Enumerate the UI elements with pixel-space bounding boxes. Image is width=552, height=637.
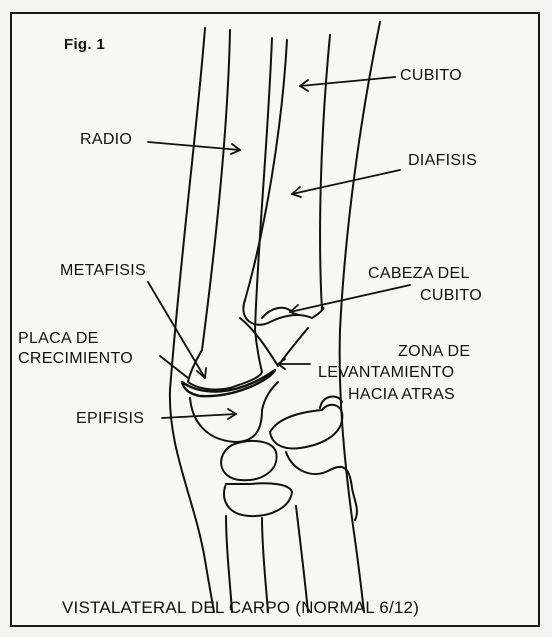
label-cubito: CUBITO	[400, 67, 462, 85]
label-metafisis: METAFISIS	[60, 262, 146, 280]
label-zona-line2: LEVANTAMIENTO	[318, 364, 454, 382]
carpal-bone-1	[221, 441, 276, 480]
label-cabeza-line1: CABEZA DEL	[368, 265, 470, 283]
figure-caption: VISTALATERAL DEL CARPO (NORMAL 6/12)	[62, 598, 419, 618]
limb-outline-right	[340, 22, 380, 612]
radius-shaft-right	[255, 38, 272, 330]
radius-metaphysis	[188, 330, 262, 390]
label-epifisis: EPIFISIS	[76, 410, 144, 428]
figure-number: Fig. 1	[64, 36, 105, 53]
label-zona-line3: HACIA ATRAS	[348, 386, 455, 404]
ulna-shaft-left	[245, 40, 287, 300]
label-diafisis: DIAFISIS	[408, 152, 477, 170]
carpal-bone-4	[224, 483, 292, 516]
lift-zone-bone	[240, 318, 308, 366]
limb-outline-left	[170, 28, 214, 612]
label-placa-line1: PLACA DE	[18, 330, 99, 348]
ulna-shaft-right	[320, 35, 330, 310]
metacarpal-right	[296, 506, 308, 612]
label-radio: RADIO	[80, 131, 132, 149]
label-zona-line1: ZONA DE	[398, 343, 470, 361]
label-placa-line2: CRECIMIENTO	[18, 350, 133, 368]
carpal-bone-2	[270, 405, 342, 449]
label-cabeza-line2: CUBITO	[420, 287, 482, 305]
radius-shaft-left	[202, 30, 230, 350]
